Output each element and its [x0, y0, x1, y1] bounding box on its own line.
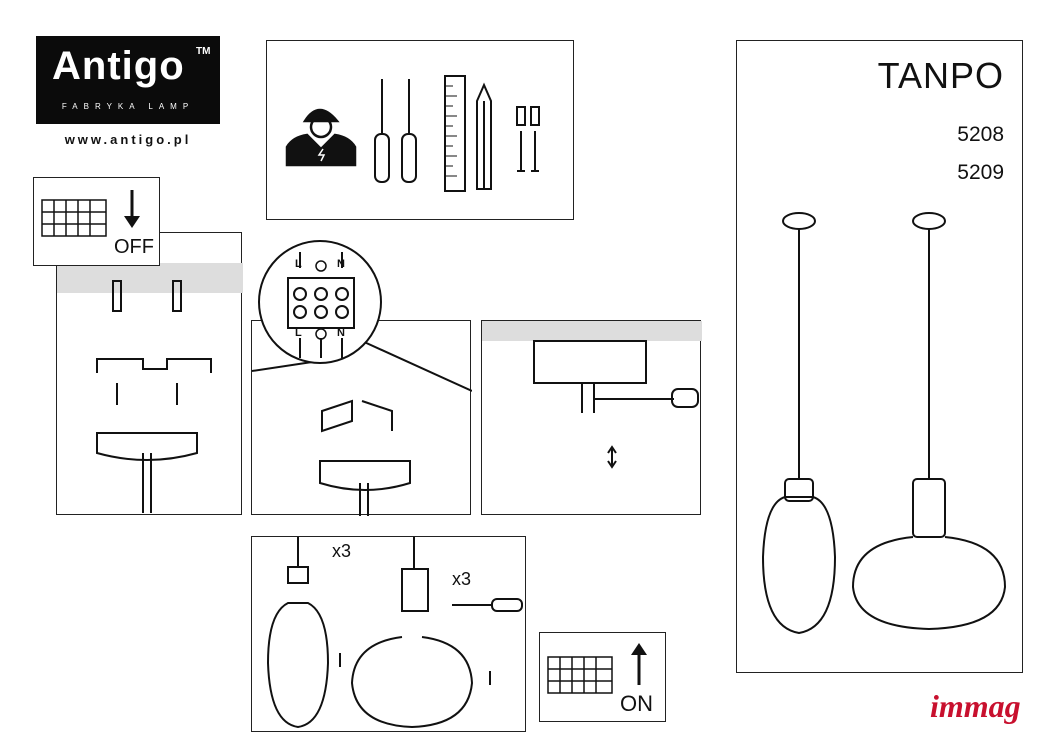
product-code: 5208: [957, 123, 1004, 146]
brand-tagline: FABRYKA LAMP: [61, 102, 195, 111]
fuse-box-icon: [547, 643, 647, 694]
immag-logo: immag: [930, 688, 1021, 724]
wall-plugs-screws-icon: [516, 106, 540, 172]
ceiling: [57, 263, 243, 293]
wire-label-n: N: [337, 258, 345, 270]
bracket-illustration: [57, 263, 243, 513]
tools-panel: [266, 40, 574, 220]
switch-off-panel: OFF: [33, 177, 160, 266]
ground-icon: [315, 328, 327, 340]
fuse-box-icon: [41, 190, 140, 237]
screwdriver-icon: [374, 79, 417, 183]
electrician-icon: [285, 108, 357, 167]
lamp-5209: [851, 212, 1007, 631]
canopy-fixing-illustration: [482, 321, 702, 469]
screwdriver-icon: [671, 388, 699, 408]
step-wiring: [251, 320, 472, 516]
quantity-label: x3: [332, 541, 352, 561]
on-label: ON: [620, 691, 653, 716]
off-label: OFF: [114, 236, 154, 258]
lamp-5208: [761, 212, 837, 635]
wire-label-l: L: [295, 258, 302, 270]
product-code: 5209: [957, 161, 1004, 184]
quantity-label: x3: [452, 569, 472, 589]
shades-illustration: [266, 537, 523, 729]
pencil-icon: [476, 82, 492, 190]
brand-tm: TM: [196, 46, 211, 57]
step-fix-canopy: [481, 320, 702, 515]
product-panel: TANPO 5208 5209: [736, 40, 1023, 673]
screwdriver-icon: [491, 598, 523, 612]
ground-icon: [315, 260, 327, 272]
step-mount-bracket: [56, 232, 243, 515]
brand-url: www.antigo.pl: [64, 132, 192, 147]
brand-name: Antigo: [52, 44, 185, 88]
ruler-icon: [444, 75, 466, 192]
wire-label-l: L: [295, 327, 302, 339]
ceiling-canopy-illustration: [252, 340, 472, 516]
antigo-logo: Antigo TM FABRYKA LAMP: [36, 36, 220, 124]
step-attach-shades: x3 x3: [251, 536, 526, 732]
pendant-lamps-illustration: [761, 212, 1007, 635]
wire-label-n: N: [337, 327, 345, 339]
terminal-block-icon: [287, 252, 355, 358]
tools-illustration: [285, 75, 540, 192]
switch-on-panel: ON: [539, 632, 666, 722]
product-title: TANPO: [877, 55, 1004, 96]
terminal-block-detail: L N L N: [258, 240, 382, 364]
